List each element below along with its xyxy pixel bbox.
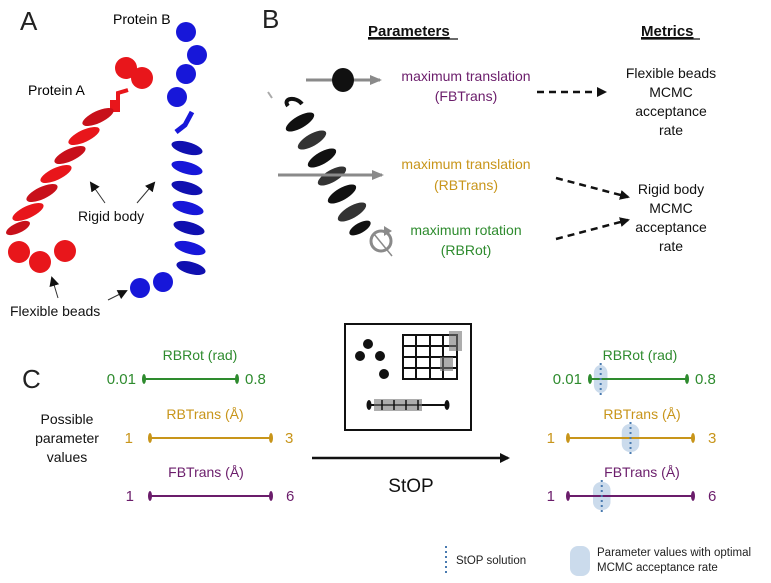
legend-optimal-line2: MCMC acceptance rate: [597, 562, 718, 574]
range-name-label: RBRot (rad): [603, 347, 678, 363]
rbtrans-label-line1: maximum translation: [401, 156, 530, 172]
range-max-label: 6: [708, 488, 716, 505]
possible-label-line2: parameter: [35, 430, 99, 446]
legend-optimal-swatch: [570, 546, 590, 576]
legend-solution-label: StOP solution: [456, 555, 526, 567]
range-max-label: 3: [708, 430, 716, 447]
flexible-beads-pointer: [49, 276, 60, 299]
fbtrans-label-line2: (FBTrans): [435, 88, 497, 104]
metric1-line4: rate: [659, 122, 683, 138]
range-min-tick: [566, 433, 570, 443]
rbrot-metric-arrow: [555, 217, 630, 241]
protein-a-linker: [110, 100, 120, 112]
possible-label-line3: values: [47, 449, 87, 465]
possible-label-line1: Possible: [41, 411, 94, 427]
range-max-label: 6: [286, 488, 294, 505]
rbtrans-label-line2: (RBTrans): [434, 177, 498, 193]
panel-b: B Parameters Metrics maximum: [262, 4, 716, 258]
range-min-tick: [148, 433, 152, 443]
range-max-label: 0.8: [695, 371, 716, 388]
range-max-label: 3: [285, 430, 293, 447]
range-min-tick: [566, 491, 570, 501]
range-min-label: 0.01: [553, 371, 582, 388]
range-max-tick: [269, 491, 273, 501]
metric1-line3: acceptance: [635, 103, 707, 119]
panel-a-letter: A: [20, 6, 38, 36]
protein-a-structure: [6, 57, 153, 273]
range-min-tick: [148, 491, 152, 501]
protein-a-bead: [115, 57, 137, 79]
range-min-label: 0.01: [107, 371, 136, 388]
bead-icon: [332, 68, 354, 92]
protein-b-label: Protein B: [113, 11, 171, 27]
stop-icon: [344, 323, 472, 431]
protein-b-bead: [187, 45, 207, 65]
protein-a-bead: [8, 241, 30, 263]
protein-a-bead: [54, 240, 76, 262]
range-name-label: RBTrans (Å): [603, 406, 680, 422]
metric2-line1: Rigid body: [638, 181, 704, 197]
range-min-label: 1: [547, 488, 555, 505]
rigid-body-pointer: [136, 181, 156, 204]
range-max-tick: [269, 433, 273, 443]
legend: StOP solution Parameter values with opti…: [445, 546, 751, 576]
rigid-body-pointer: [89, 181, 106, 204]
flexible-beads-pointer: [107, 290, 128, 301]
range-max-tick: [691, 491, 695, 501]
metric2-line2: MCMC: [649, 200, 693, 216]
panel-c: C Possible parameter values RBRot (rad) 0…: [22, 323, 751, 576]
metrics-header: Metrics: [641, 23, 694, 40]
rbrot-label-line1: maximum rotation: [410, 222, 521, 238]
range-max-label: 0.8: [245, 371, 266, 388]
range-min-tick: [588, 374, 592, 384]
protein-b-bead: [176, 64, 196, 84]
parameters-header: Parameters: [368, 23, 450, 40]
protein-b-bead: [153, 272, 173, 292]
rigid-helix-icon: [267, 91, 371, 236]
protein-b-helix: [171, 140, 206, 275]
metric2-line4: rate: [659, 238, 683, 254]
range-min-label: 1: [125, 430, 133, 447]
legend-optimal-line1: Parameter values with optimal: [597, 547, 751, 559]
fbtrans-label-line1: maximum translation: [401, 68, 530, 84]
range-name-label: FBTrans (Å): [168, 464, 244, 480]
flexible-beads-label: Flexible beads: [10, 303, 100, 319]
stop-method-label: StOP: [388, 476, 433, 497]
range-max-tick: [685, 374, 689, 384]
range-min-tick: [142, 374, 146, 384]
protein-a-bead: [29, 251, 51, 273]
rigid-body-label: Rigid body: [78, 208, 144, 224]
range-max-tick: [691, 433, 695, 443]
range-min-label: 1: [126, 488, 134, 505]
range-max-tick: [235, 374, 239, 384]
rotation-icon: [369, 226, 393, 257]
range-name-label: RBTrans (Å): [166, 406, 243, 422]
protein-b-structure: [130, 22, 207, 298]
protein-b-bead: [176, 22, 196, 42]
protein-b-bead: [130, 278, 150, 298]
rbtrans-metric-arrow: [555, 176, 630, 200]
rbrot-label-line2: (RBRot): [441, 242, 492, 258]
range-name-label: RBRot (rad): [163, 347, 238, 363]
range-min-label: 1: [547, 430, 555, 447]
panel-b-letter: B: [262, 4, 279, 34]
protein-b-bead: [167, 87, 187, 107]
protein-a-helix: [6, 107, 114, 236]
metric1-line2: MCMC: [649, 84, 693, 100]
metric1-line1: Flexible beads: [626, 65, 716, 81]
protein-a-label: Protein A: [28, 82, 85, 98]
panel-c-letter: C: [22, 364, 41, 394]
range-name-label: FBTrans (Å): [604, 464, 680, 480]
panel-a: A: [6, 6, 207, 319]
metric2-line3: acceptance: [635, 219, 707, 235]
protein-a-bead: [131, 67, 153, 89]
